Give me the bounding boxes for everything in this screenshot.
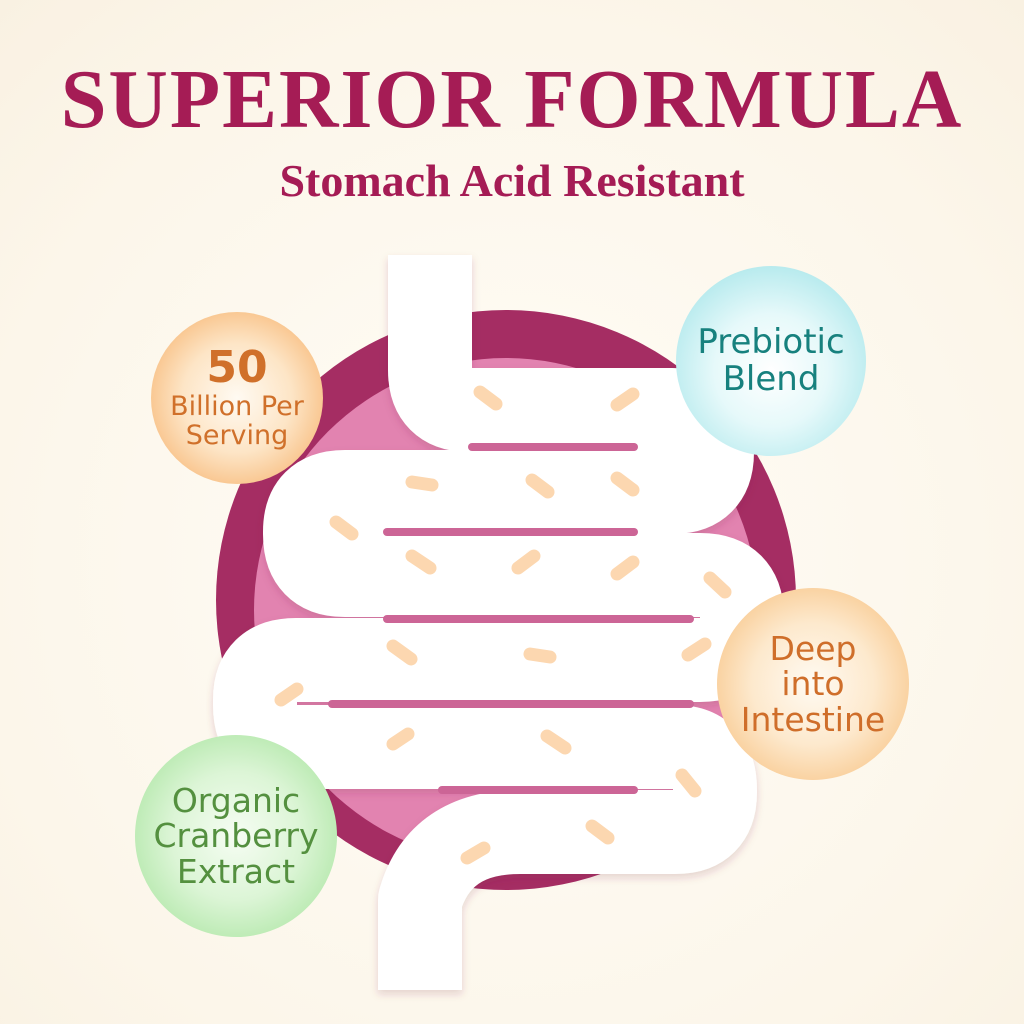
potency-line-3: Serving [185, 420, 289, 451]
feature-badge-delivery: Deep into Intestine [717, 588, 909, 780]
delivery-line-2: into [781, 664, 845, 704]
page-title: SUPERIOR FORMULA [60, 53, 964, 146]
potency-line-2: Billion Per [170, 390, 304, 422]
bacteria-dots [274, 385, 732, 865]
prebiotic-line-1: Prebiotic [697, 322, 845, 363]
cranberry-line-3: Extract [176, 851, 296, 891]
delivery-line-1: Deep [769, 628, 857, 668]
cranberry-line-2: Cranberry [153, 816, 319, 856]
delivery-line-3: Intestine [740, 699, 886, 739]
prebiotic-line-2: Blend [722, 359, 820, 399]
fold-lines [328, 443, 694, 794]
feature-badge-cranberry: Organic Cranberry Extract [135, 735, 337, 937]
cranberry-line-1: Organic [171, 780, 301, 820]
potency-number: 50 [206, 341, 268, 393]
feature-badge-prebiotic: Prebiotic Blend [676, 266, 866, 456]
page-subtitle: Stomach Acid Resistant [279, 155, 745, 206]
feature-badge-potency: 50 Billion Per Serving [151, 312, 323, 484]
